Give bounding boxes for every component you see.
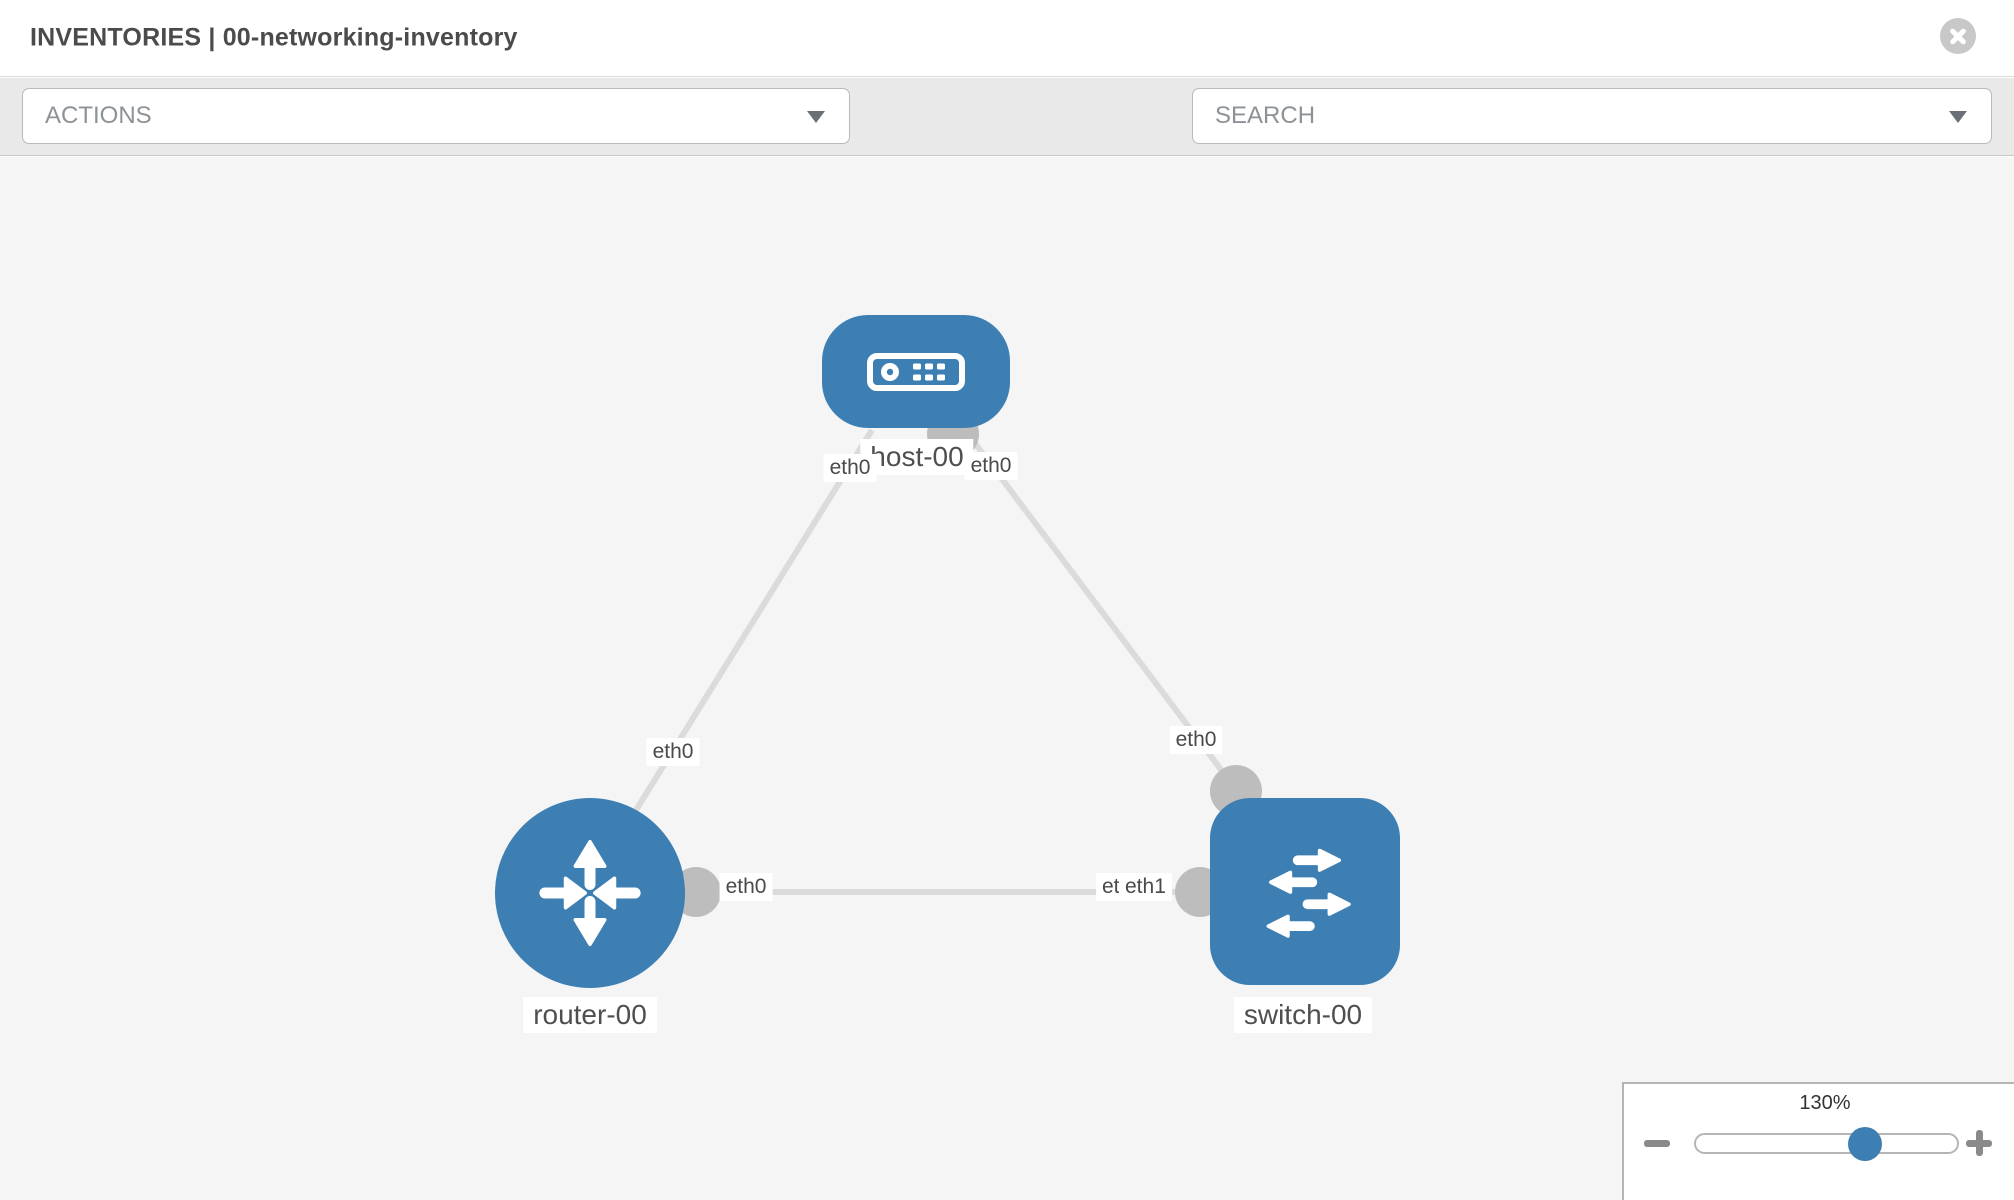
zoom-out-button[interactable] (1644, 1140, 1670, 1147)
topology-canvas[interactable]: host-00 router-00 switch-00 eth0 eth0 et… (0, 157, 2014, 1200)
toolbar: ACTIONS SEARCH (0, 78, 2014, 209)
node-host-00[interactable] (822, 315, 1010, 428)
topology-links (590, 428, 1300, 895)
node-label-host-00: host-00 (860, 439, 974, 475)
node-router-00[interactable] (495, 798, 685, 988)
interface-label-switch-left-front: eth1 (1119, 873, 1172, 902)
zoom-in-button[interactable] (1966, 1130, 1992, 1156)
host-icon (867, 352, 965, 391)
zoom-slider-thumb[interactable] (1848, 1127, 1882, 1161)
link-host-router[interactable] (602, 428, 875, 862)
search-dropdown[interactable]: SEARCH (1192, 88, 1992, 144)
page-title: INVENTORIES | 00-networking-inventory (30, 23, 518, 52)
router-icon (539, 839, 641, 947)
search-dropdown-label: SEARCH (1215, 102, 1316, 129)
actions-dropdown[interactable]: ACTIONS (22, 88, 850, 144)
interface-label-router-top: eth0 (646, 738, 700, 767)
plus-icon-bar (1975, 1130, 1983, 1156)
chevron-down-icon (1949, 111, 1967, 123)
zoom-panel: 130% (1622, 1082, 2014, 1200)
interface-label-host-left: eth0 (823, 454, 877, 483)
interface-label-router-right: eth0 (719, 873, 773, 902)
node-label-router-00: router-00 (523, 997, 657, 1033)
actions-dropdown-label: ACTIONS (45, 102, 152, 129)
header-bar: INVENTORIES | 00-networking-inventory (0, 0, 2014, 77)
switch-icon (1266, 848, 1351, 938)
interface-label-switch-top: eth0 (1169, 726, 1223, 755)
close-icon[interactable] (1940, 18, 1976, 54)
chevron-down-icon (807, 111, 825, 123)
zoom-slider-track[interactable] (1694, 1133, 1959, 1154)
node-label-switch-00: switch-00 (1233, 997, 1373, 1033)
node-switch-00[interactable] (1210, 798, 1400, 985)
interface-label-host-right: eth0 (964, 452, 1018, 481)
zoom-level-value: 130% (1799, 1092, 1851, 1114)
